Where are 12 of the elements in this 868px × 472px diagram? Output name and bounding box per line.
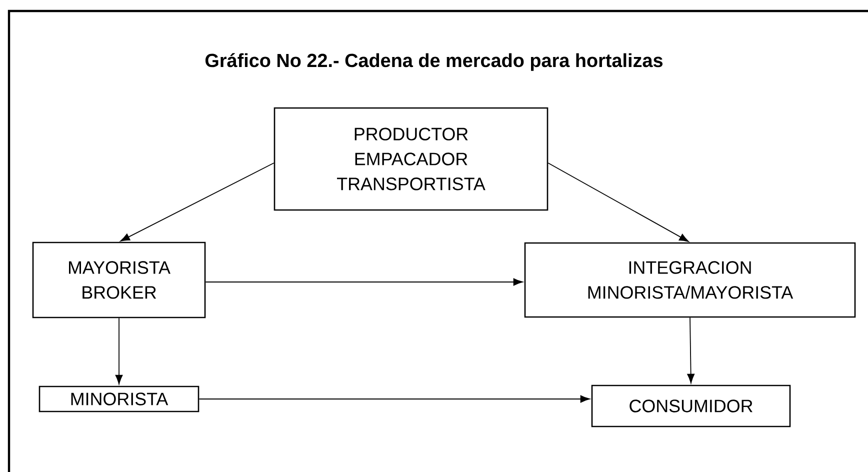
arrow (687, 317, 695, 384)
arrow (115, 318, 123, 384)
arrow (548, 162, 689, 242)
process-box: INTEGRACION MINORISTA/MAYORISTA (524, 242, 856, 318)
arrow (198, 395, 590, 403)
process-box: PRODUCTOR EMPACADOR TRANSPORTISTA (274, 107, 548, 211)
process-box: CONSUMIDOR (591, 384, 791, 428)
process-box: MINORISTA (38, 386, 200, 412)
arrow (120, 162, 274, 242)
title: Gráfico No 22.- Cadena de mercado para hortalizas (205, 53, 663, 71)
process-box: MAYORISTA BROKER (32, 242, 206, 318)
arrow (205, 278, 523, 286)
